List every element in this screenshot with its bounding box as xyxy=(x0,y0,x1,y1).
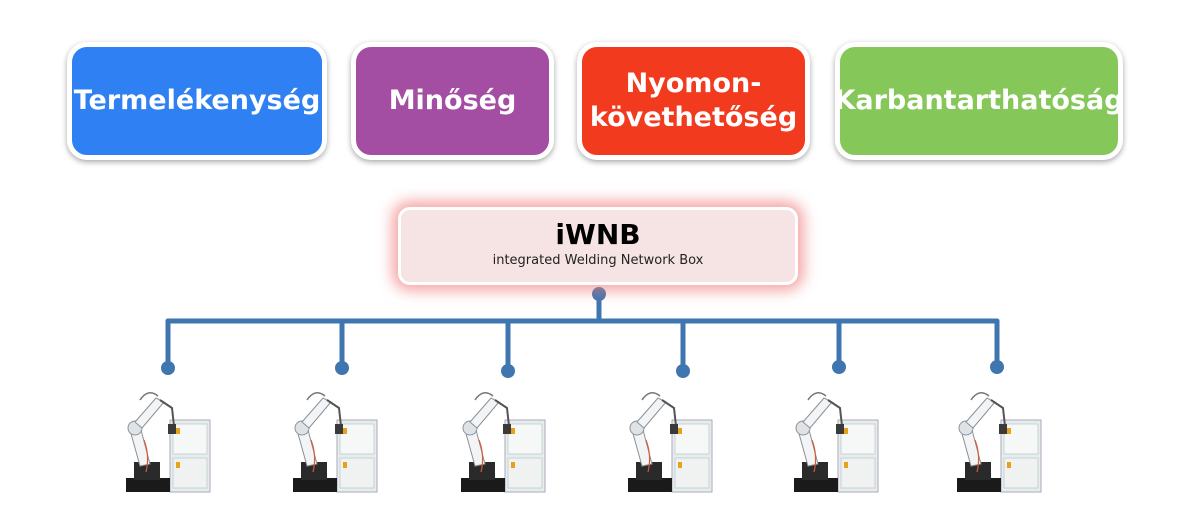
welding-robot-icon xyxy=(793,391,879,493)
tile-karbantarthatosag: Karbantarthatóság xyxy=(834,42,1124,160)
hub-node xyxy=(592,287,606,301)
iwnb-title: iWNB xyxy=(555,218,641,251)
welding-robot-icon xyxy=(125,391,211,493)
robot-node-4 xyxy=(676,364,690,378)
robot-node-3 xyxy=(501,364,515,378)
welding-robot-icon xyxy=(627,391,713,493)
tile-termelekenyseg: Termelékenység xyxy=(67,42,327,160)
welding-robot-icon xyxy=(292,391,378,493)
welding-robot-icon xyxy=(460,391,546,493)
robot-node-5 xyxy=(832,360,846,374)
iwnb-subtitle: integrated Welding Network Box xyxy=(492,253,704,268)
robot-node-1 xyxy=(161,361,175,375)
tile-minoseg: Minőség xyxy=(351,42,554,160)
welding-robot-icon xyxy=(956,391,1042,493)
tile-nyomonkovethetoseg: Nyomon- követhetőség xyxy=(577,42,810,160)
robot-node-2 xyxy=(335,361,349,375)
iwnb-box: iWNB integrated Welding Network Box xyxy=(398,207,798,285)
robot-node-6 xyxy=(990,360,1004,374)
